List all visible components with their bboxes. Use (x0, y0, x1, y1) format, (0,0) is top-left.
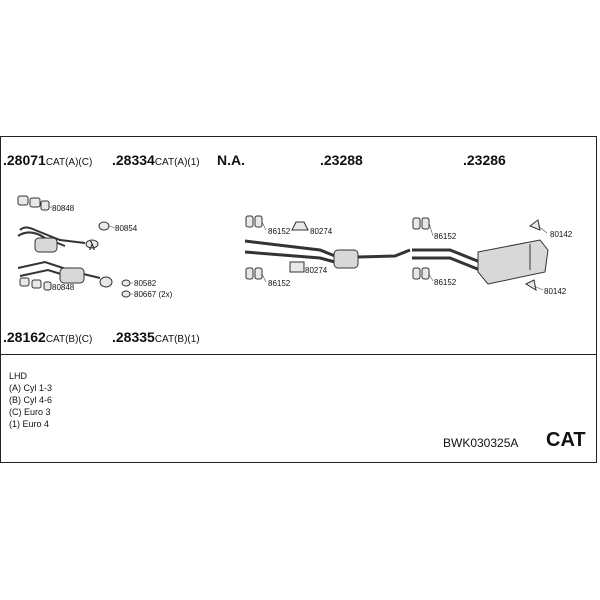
header-28162: .28162CAT(B)(C) (3, 329, 93, 345)
header-28071: .28071CAT(A)(C) (3, 152, 93, 168)
lambda-sensor-label: λ (89, 239, 95, 253)
part-label-86152-b: 86152 (268, 279, 291, 288)
header-28334: .28334CAT(A)(1) (112, 152, 200, 168)
legend-line: (A) Cyl 1-3 (9, 383, 53, 393)
part-label-80142-b: 80142 (544, 287, 567, 296)
hanger-80274-a-icon (291, 221, 309, 231)
clamp-86152-d-icon (412, 267, 430, 280)
part-label-80582: 80582 (134, 279, 157, 288)
header-23288: .23288 (320, 152, 363, 168)
part-label-80848-bottom: 80848 (52, 283, 75, 292)
middle-silencer-icon (244, 239, 411, 269)
header-23286: .23286 (463, 152, 506, 168)
clamp-86152-a-icon (245, 215, 263, 228)
gasket-80854-icon (98, 221, 110, 231)
hanger-80274-b-icon (289, 261, 305, 273)
part-label-80848-top: 80848 (52, 204, 75, 213)
part-label-86152-c: 86152 (434, 232, 457, 241)
legend: LHD (A) Cyl 1-3 (B) Cyl 4-6 (C) Euro 3 (… (9, 370, 52, 430)
part-label-80854: 80854 (115, 224, 138, 233)
part-label-80274-a: 80274 (310, 227, 333, 236)
part-label-86152-d: 86152 (434, 278, 457, 287)
gasket-80582-icon (121, 279, 131, 287)
part-label-86152-a: 86152 (268, 227, 291, 236)
clamp-86152-c-icon (412, 217, 430, 230)
header-28335: .28335CAT(B)(1) (112, 329, 200, 345)
legend-line: LHD (9, 371, 28, 381)
part-label-80667: 80667 (2x) (134, 290, 173, 299)
gasket-80667-icon (121, 290, 131, 298)
hanger-80142-a-icon (528, 219, 541, 231)
hanger-80142-b-icon (524, 279, 537, 292)
header-na: N.A. (217, 152, 245, 168)
cat-label: CAT (546, 429, 586, 451)
rear-muffler-icon (412, 239, 549, 285)
gasket-80848-bottom-icon (19, 277, 52, 291)
kit-code: BWK030325A (443, 436, 519, 450)
diagram-frame (0, 136, 597, 463)
legend-line: (1) Euro 4 (9, 419, 50, 429)
manifold-cat-top-icon (17, 226, 99, 253)
part-label-80142-a: 80142 (550, 230, 573, 239)
part-label-80274-b: 80274 (305, 266, 328, 275)
legend-line: (B) Cyl 4-6 (9, 395, 53, 405)
gasket-80848-top-icon (17, 195, 50, 211)
clamp-86152-b-icon (245, 267, 263, 280)
manifold-cat-bottom-icon (17, 260, 113, 288)
legend-line: (C) Euro 3 (9, 407, 51, 417)
legend-divider (0, 354, 597, 355)
